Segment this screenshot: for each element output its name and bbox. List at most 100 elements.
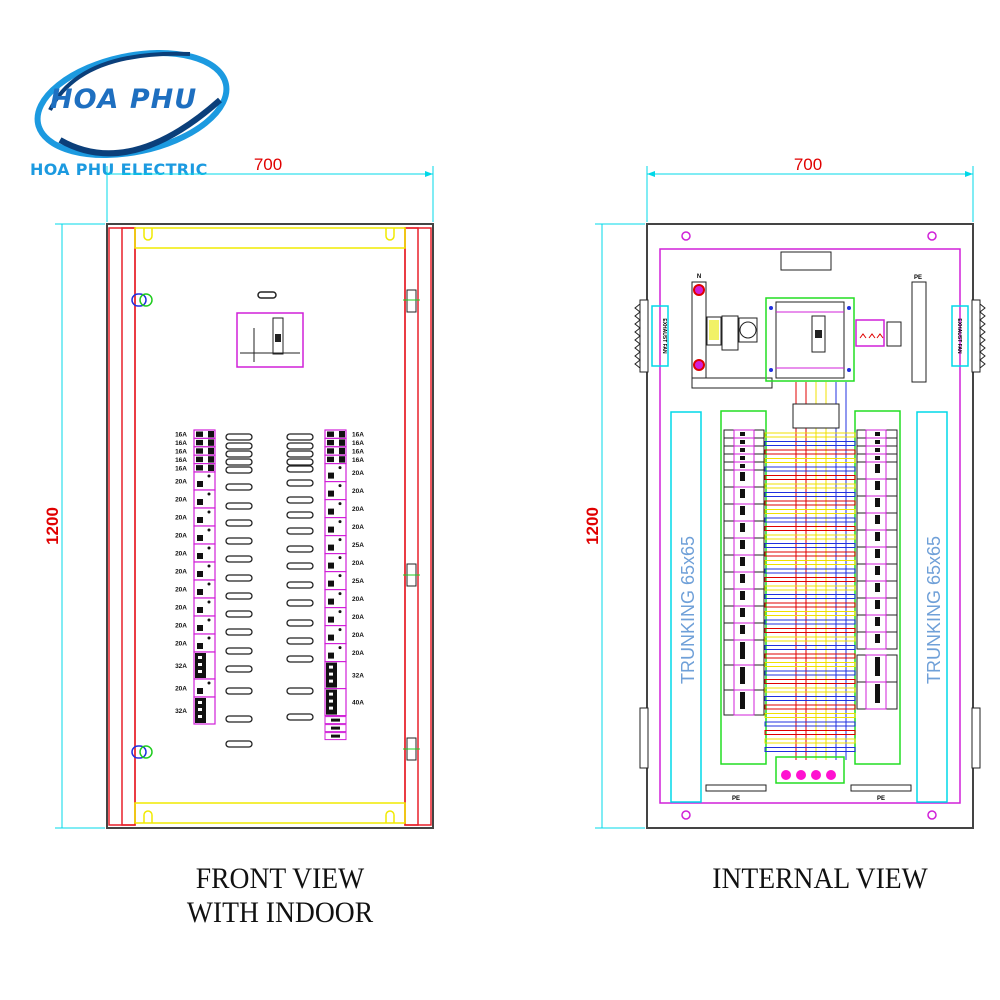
front-circuit-labels-right: 16A16A16A16A20A20A20A20A25A20A25A20A20A2… [352, 432, 364, 707]
phase-link [764, 645, 856, 650]
breaker-rating-label: 20A [175, 587, 187, 594]
mounting-plate [659, 248, 961, 804]
phase-link [764, 441, 856, 446]
internal-height-dimension: 1200 [583, 223, 645, 829]
phase-link [764, 713, 856, 718]
breaker-rating-label: 25A [352, 542, 364, 549]
phase-link [764, 704, 856, 710]
hinge-top-icon [403, 289, 420, 313]
internal-height-label: 1200 [583, 507, 602, 545]
circuit-label-plate [225, 519, 253, 527]
phase-link [764, 611, 856, 616]
phase-link [764, 449, 856, 455]
circuit-label-plate [286, 450, 314, 458]
breaker-rating-label: 20A [352, 488, 364, 495]
phase-link [764, 577, 856, 582]
breaker-rating-label: 20A [175, 497, 187, 504]
internal-width-dimension: 700 [646, 155, 974, 222]
left-trunking-label: TRUNKING 65x65 [678, 536, 698, 684]
breaker-rating-label: 16A [175, 457, 187, 464]
circuit-label-plate [225, 502, 253, 510]
circuit-label-plate [225, 610, 253, 618]
surge-protector [855, 319, 902, 347]
breaker-rating-label: 20A [352, 560, 364, 567]
right-exhaust-fan: EXHAUST FAN [951, 299, 986, 373]
phase-link [764, 534, 856, 540]
front-right-breaker-column [324, 429, 347, 741]
bottom-pe-right-label: PE [877, 796, 885, 802]
front-caption-line1: FRONT VIEW [195, 862, 365, 895]
phase-link [764, 687, 856, 693]
breaker-rating-label: 20A [175, 686, 187, 693]
left-exhaust-fan: EXHAUST FAN [634, 299, 669, 373]
phase-link [764, 509, 856, 514]
neutral-bar-label: N [697, 274, 701, 280]
circuit-label-plate [225, 450, 253, 458]
circuit-label-plate [225, 555, 253, 563]
breaker-rating-label: 16A [352, 432, 364, 439]
circuit-label-plate [225, 665, 253, 673]
internal-view-caption: INTERNAL VIEW [712, 862, 928, 895]
phase-link [764, 517, 856, 523]
breaker-rating-label: 40A [352, 700, 364, 707]
circuit-label-plate [286, 687, 314, 695]
phase-link [764, 628, 856, 633]
circuit-label-plate [286, 619, 314, 627]
circuit-label-plate [225, 537, 253, 545]
right-fan-label: EXHAUST FAN [956, 318, 962, 354]
circuit-label-plate [225, 592, 253, 600]
breaker-rating-label: 20A [352, 470, 364, 477]
circuit-label-plate [286, 527, 314, 535]
internal-left-breaker-group [720, 410, 767, 765]
phase-link [764, 526, 856, 531]
breaker-rating-label: 20A [352, 596, 364, 603]
circuit-label-plate [286, 465, 314, 473]
bottom-rail [134, 802, 406, 824]
circuit-label-plate [286, 496, 314, 504]
bottom-pe-left-label: PE [732, 796, 740, 802]
main-breaker-window[interactable] [236, 312, 304, 368]
circuit-label-plate [225, 433, 253, 441]
front-height-label: 1200 [43, 507, 62, 545]
breaker-rating-label: 16A [175, 449, 187, 456]
logo-swoosh-icon [34, 49, 230, 159]
breaker-rating-label: 16A [175, 465, 187, 472]
bottom-earth-bar-left: PE [705, 784, 767, 802]
phase-link [764, 492, 856, 497]
front-height-dimension: 1200 [43, 223, 105, 829]
circuit-label-plate [286, 655, 314, 663]
phase-link [764, 747, 856, 752]
front-view-caption: FRONT VIEW WITH INDOOR [160, 862, 399, 930]
circuit-label-plate [225, 715, 253, 723]
breaker-rating-label: 16A [175, 440, 187, 447]
breaker-rating-label: 16A [175, 432, 187, 439]
breaker-rating-label: 32A [175, 708, 187, 715]
door-lock-top-icon[interactable] [131, 293, 153, 307]
front-width-label: 700 [254, 155, 282, 174]
phase-link [764, 500, 856, 506]
phase-links [764, 432, 856, 752]
breaker-rating-label: 32A [352, 673, 364, 680]
phase-link [764, 475, 856, 480]
phase-link [764, 585, 856, 591]
breaker-rating-label: 25A [352, 578, 364, 585]
circuit-label-plate [286, 545, 314, 553]
phase-link [764, 551, 856, 557]
circuit-label-plate [225, 466, 253, 474]
circuit-label-plate [286, 479, 314, 487]
phase-link [764, 721, 856, 727]
circuit-label-plate [286, 637, 314, 645]
breaker-rating-label: 20A [175, 479, 187, 486]
phase-link [764, 738, 856, 744]
circuit-label-plate [225, 740, 253, 748]
phase-link [764, 568, 856, 574]
phase-link [764, 594, 856, 599]
phase-link [764, 679, 856, 684]
breaker-rating-label: 20A [175, 641, 187, 648]
phase-link [764, 483, 856, 489]
circuit-label-plate [225, 458, 253, 466]
main-mccb[interactable] [765, 297, 855, 382]
door-lock-bottom-icon[interactable] [131, 745, 153, 759]
breaker-rating-label: 16A [352, 440, 364, 447]
bottom-earth-bar-right: PE [850, 784, 912, 802]
